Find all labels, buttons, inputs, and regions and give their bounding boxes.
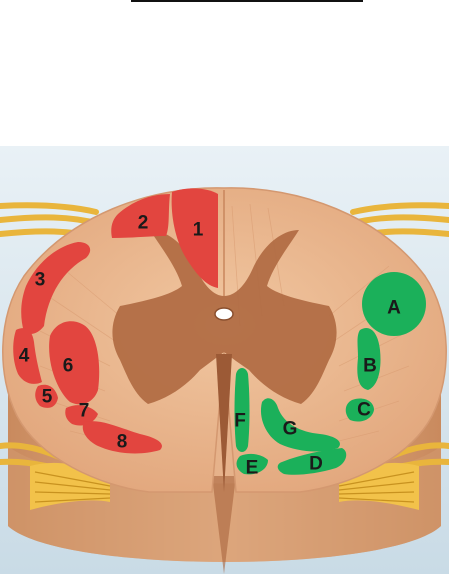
label-8: 8: [117, 432, 128, 453]
label-E: E: [246, 458, 259, 479]
label-1: 1: [193, 220, 204, 241]
label-A: A: [387, 298, 401, 319]
label-7: 7: [79, 401, 90, 422]
label-B: B: [363, 356, 377, 377]
answer-blank-line: [131, 0, 363, 2]
label-5: 5: [42, 387, 53, 408]
spinal-cord-cross-section: 1 2 3 4 5 6 7 8 A B C D E F G: [0, 146, 449, 574]
label-G: G: [283, 419, 298, 440]
label-F: F: [234, 411, 246, 432]
label-3: 3: [35, 270, 46, 291]
label-2: 2: [138, 213, 149, 234]
central-canal: [215, 308, 233, 320]
label-6: 6: [63, 356, 74, 377]
label-C: C: [357, 400, 371, 421]
label-D: D: [309, 454, 323, 475]
label-4: 4: [19, 346, 30, 367]
